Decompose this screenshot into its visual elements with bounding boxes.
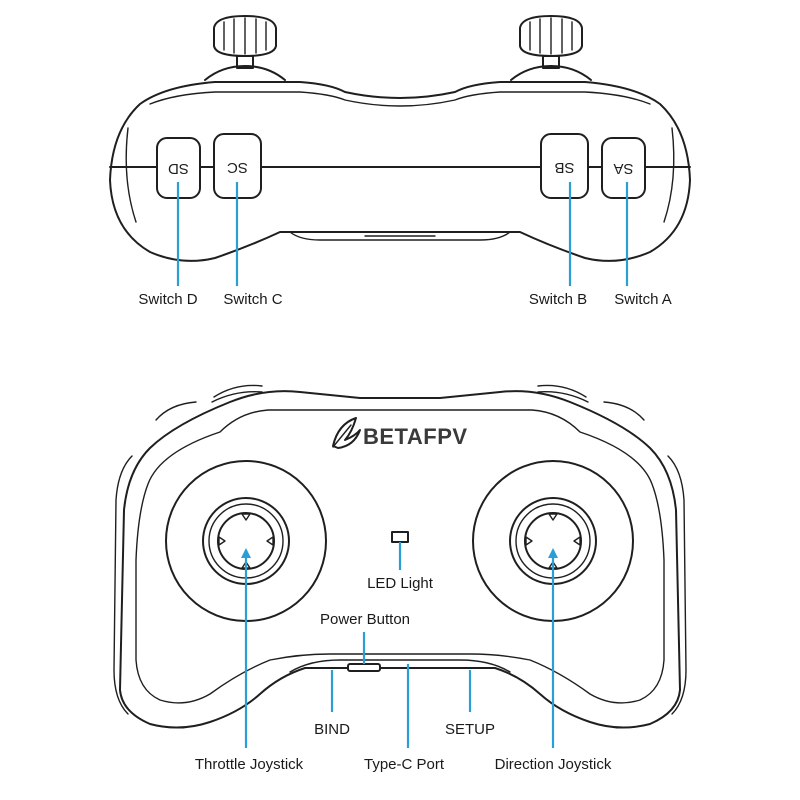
top-body-outline: [109, 81, 691, 262]
led-light: [391, 531, 409, 543]
power-button[interactable]: [347, 663, 381, 672]
label-bind: BIND: [314, 721, 350, 738]
switch-sd-cap-label: SD: [168, 160, 189, 177]
label-switch-b: Switch B: [529, 291, 587, 308]
front-inner-panel: [135, 409, 665, 704]
switch-sd[interactable]: SD: [156, 137, 201, 199]
brand-logo: BETAFPV: [332, 417, 468, 449]
left-stick-top: [204, 15, 286, 81]
right-stick-top: [510, 15, 592, 81]
switch-sb[interactable]: SB: [540, 133, 589, 199]
front-view: BETAFPV: [113, 384, 687, 773]
label-direction-joystick: Direction Joystick: [495, 756, 612, 773]
label-type-c-port: Type-C Port: [364, 756, 445, 773]
front-body-outline: [119, 390, 681, 729]
switch-sa-cap-label: SA: [613, 160, 633, 177]
label-switch-d: Switch D: [138, 291, 197, 308]
label-switch-c: Switch C: [223, 291, 282, 308]
label-setup: SETUP: [445, 721, 495, 738]
label-switch-a: Switch A: [614, 291, 672, 308]
label-throttle-joystick: Throttle Joystick: [195, 756, 304, 773]
label-power-button: Power Button: [320, 611, 410, 628]
switch-sa[interactable]: SA: [601, 137, 646, 199]
switch-sb-cap-label: SB: [554, 159, 574, 176]
brand-name: BETAFPV: [363, 424, 468, 449]
switch-sc-cap-label: SC: [227, 159, 248, 176]
feather-logo-icon: [332, 417, 361, 449]
label-led-light: LED Light: [367, 575, 434, 592]
top-view: SD SC SB SA Switch D Switch C Switch B S…: [109, 15, 691, 308]
